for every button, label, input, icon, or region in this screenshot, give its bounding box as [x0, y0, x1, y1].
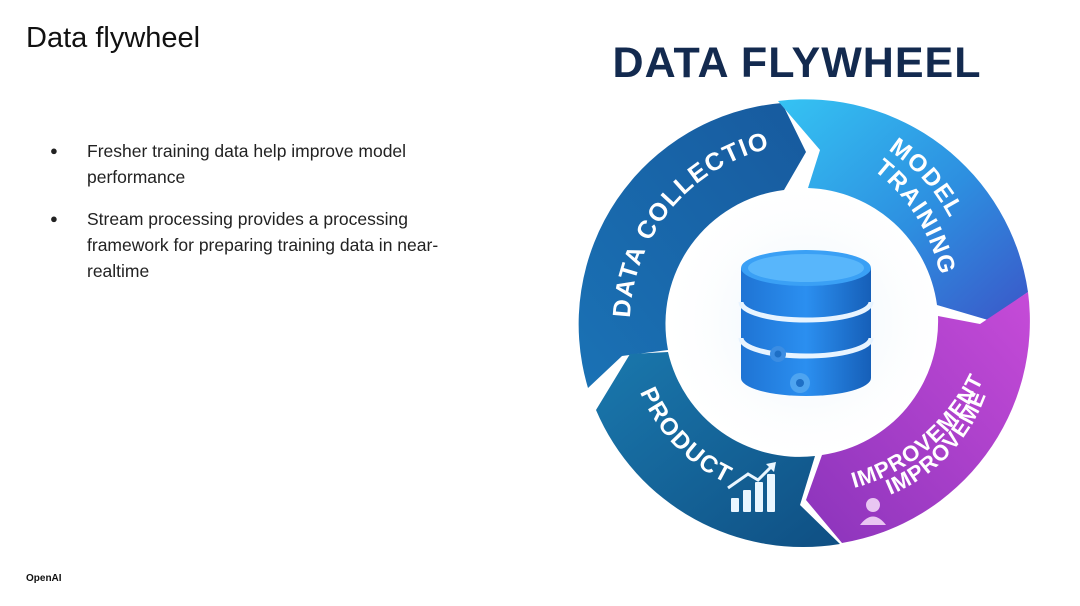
- bullet-item: ● Fresher training data help improve mod…: [50, 138, 470, 190]
- segment-data-collection: [578, 103, 806, 388]
- bullet-text: Stream processing provides a processing …: [87, 209, 439, 281]
- bullet-item: ● Stream processing provides a processin…: [50, 206, 470, 284]
- footer-logo: OpenAI: [26, 573, 62, 584]
- segment-product: [596, 352, 840, 548]
- gear-icon: [770, 346, 786, 362]
- bullet-text: Fresher training data help improve model…: [87, 141, 407, 187]
- segment-improvement: [806, 292, 1030, 543]
- segment-model-training: [778, 99, 1028, 320]
- diagram-heading: DATA FLYWHEEL: [613, 39, 982, 87]
- person-icon: [860, 498, 886, 525]
- gear-icon: [790, 373, 810, 393]
- bullet-dot: ●: [50, 143, 58, 158]
- database-icon: [738, 250, 874, 396]
- bullet-list: ● Fresher training data help improve mod…: [50, 138, 470, 300]
- slide-title: Data flywheel: [26, 22, 201, 54]
- flywheel-diagram: DATA FLYWHEEL DATA COLLECTION MODEL TRAI…: [560, 0, 1030, 548]
- bullet-dot: ●: [50, 211, 58, 226]
- growth-chart-icon: [727, 462, 776, 512]
